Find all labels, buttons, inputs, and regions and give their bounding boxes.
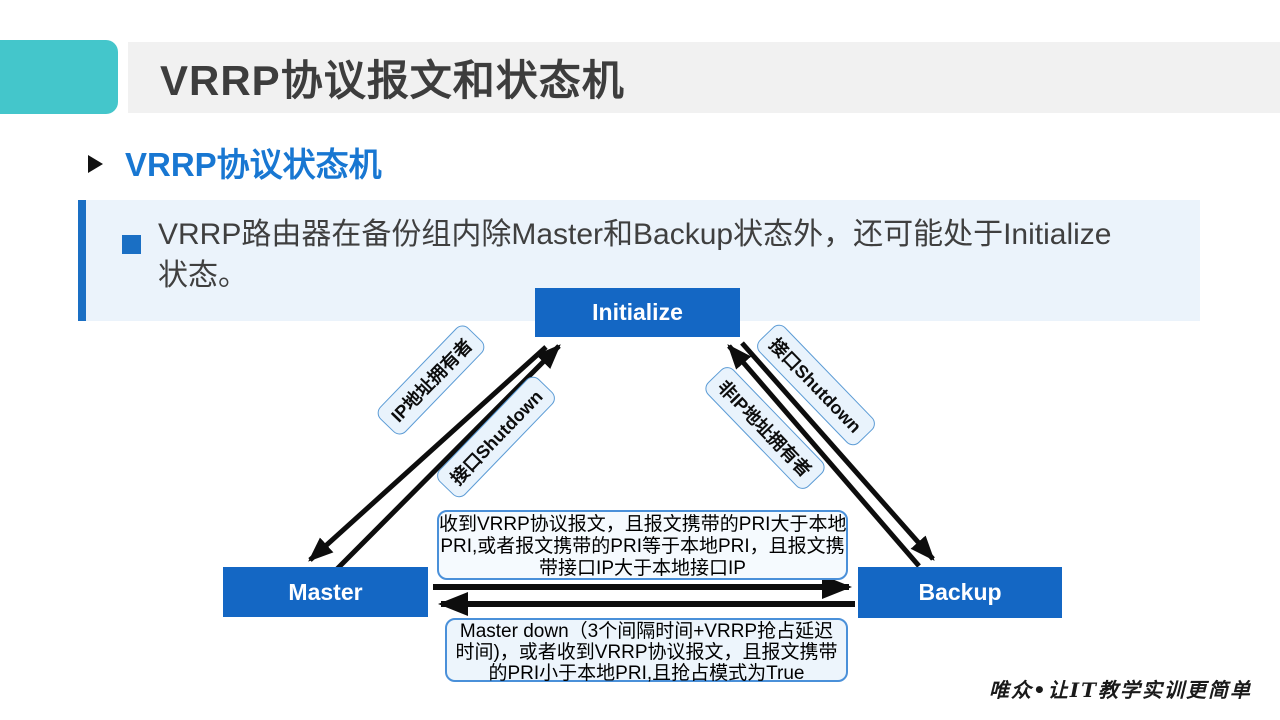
page-title: VRRP协议报文和状态机	[160, 57, 625, 104]
title-bar: VRRP协议报文和状态机	[128, 42, 1280, 113]
section-heading-row: VRRP协议状态机	[88, 138, 382, 186]
condition-line: Master down（3个间隔时间+VRRP抢占延迟	[459, 621, 834, 642]
square-bullet-icon	[122, 235, 141, 254]
accent-block	[0, 40, 118, 114]
section-heading: VRRP协议状态机	[125, 146, 382, 183]
condition-box-backup-to-master: Master down（3个间隔时间+VRRP抢占延迟 时间)，或者收到VRRP…	[445, 618, 848, 684]
state-box-initialize: Initialize	[535, 288, 740, 337]
condition-line: 的PRI小于本地PRI,且抢占模式为True	[488, 663, 805, 684]
transition-label-interface-shutdown-left: 接口Shutdown	[433, 373, 559, 501]
condition-line: PRI,或者报文携带的PRI等于本地PRI，且报文携	[440, 536, 845, 557]
triangle-bullet-icon	[88, 154, 103, 173]
condition-box-master-to-backup: 收到VRRP协议报文，且报文携带的PRI大于本地 PRI,或者报文携带的PRI等…	[437, 510, 848, 580]
state-box-backup: Backup	[858, 567, 1062, 618]
intro-text: VRRP路由器在备份组内除Master和Backup状态外，还可能处于Initi…	[158, 214, 1188, 296]
state-box-master: Master	[223, 567, 428, 617]
intro-panel-accent-bar	[78, 200, 86, 321]
condition-line: 收到VRRP协议报文，且报文携带的PRI大于本地	[439, 514, 847, 535]
condition-line: 带接口IP大于本地接口IP	[539, 558, 746, 579]
intro-line-1: VRRP路由器在备份组内除Master和Backup状态外，还可能处于Initi…	[158, 218, 1112, 251]
transition-label-ip-owner: IP地址拥有者	[373, 321, 489, 439]
intro-line-2: 状态。	[158, 259, 248, 292]
footer-slogan: 唯众•让IT教学实训更简单	[988, 678, 1252, 702]
condition-line: 时间)，或者收到VRRP协议报文，且报文携带	[455, 642, 838, 663]
